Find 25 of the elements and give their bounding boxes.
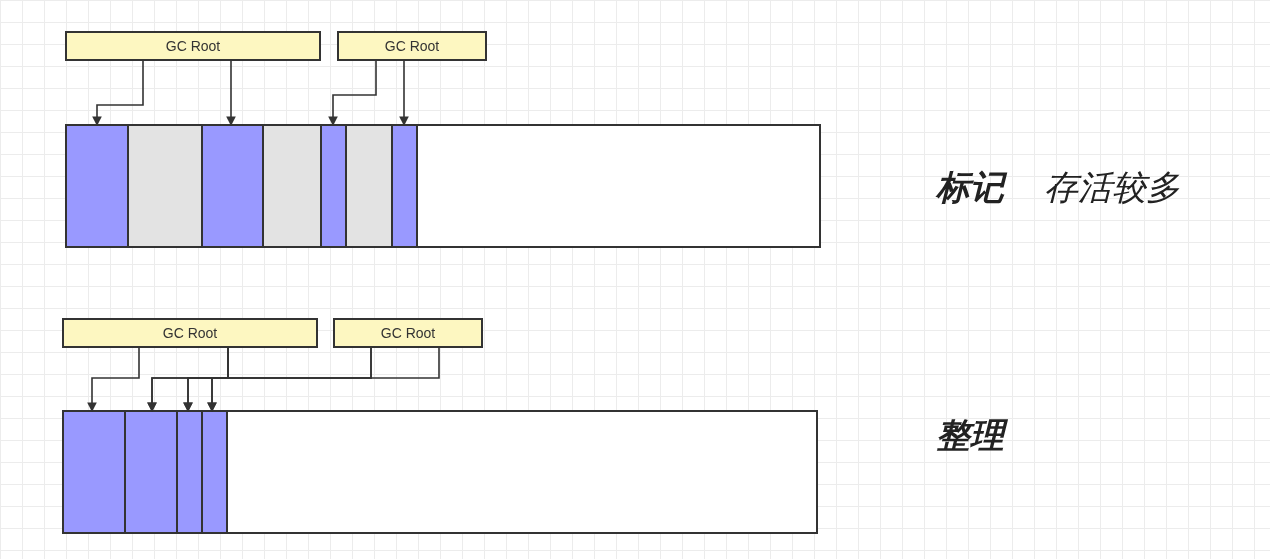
arrow	[207, 347, 372, 413]
memory-block	[67, 126, 129, 246]
memory-block	[322, 126, 347, 246]
gc-root-box: GC Root	[65, 31, 321, 61]
arrow	[328, 60, 377, 127]
arrow	[87, 347, 140, 413]
memory-block	[203, 412, 228, 532]
memory-block	[64, 412, 126, 532]
memory-block	[347, 126, 393, 246]
memory-bar	[65, 124, 821, 248]
arrow	[226, 60, 236, 127]
memory-bar	[62, 410, 818, 534]
gc-root-box: GC Root	[337, 31, 487, 61]
memory-block	[178, 412, 203, 532]
arrow	[92, 60, 144, 127]
memory-block	[393, 126, 418, 246]
memory-block	[203, 126, 264, 246]
gc-root-box: GC Root	[62, 318, 318, 348]
memory-block	[126, 412, 178, 532]
arrow	[399, 60, 409, 127]
note-text: 存活较多	[1044, 166, 1180, 209]
memory-block	[129, 126, 203, 246]
memory-block	[264, 126, 322, 246]
arrow	[183, 347, 440, 413]
gc-root-box: GC Root	[333, 318, 483, 348]
